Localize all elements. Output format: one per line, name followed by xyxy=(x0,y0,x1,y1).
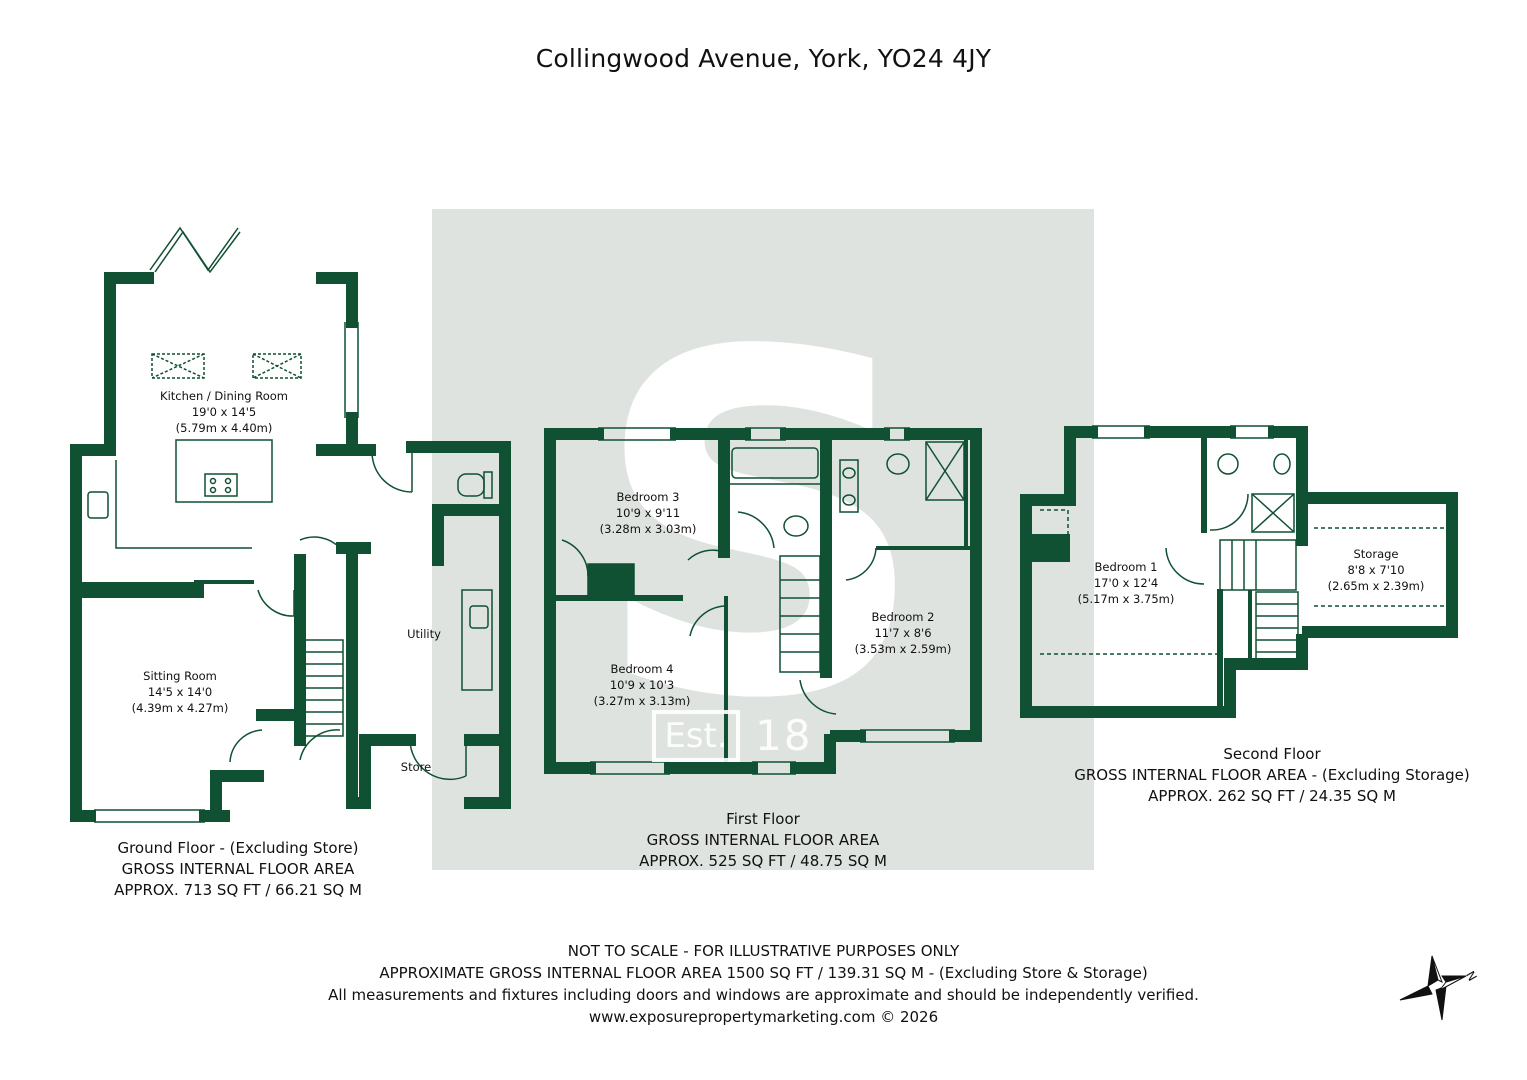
ground-floor-caption: Ground Floor - (Excluding Store)GROSS IN… xyxy=(114,839,362,899)
second-floor-details xyxy=(1040,425,1444,665)
room-label-utility: Utility xyxy=(407,627,441,641)
footer-line-2: APPROXIMATE GROSS INTERNAL FLOOR AREA 15… xyxy=(379,964,1148,982)
watermark-year: 18 xyxy=(755,711,813,760)
footer-line-3: All measurements and fixtures including … xyxy=(328,986,1199,1004)
first-floor-details xyxy=(561,427,965,775)
ground-floor-details xyxy=(87,226,493,823)
page-title: Collingwood Avenue, York, YO24 4JY xyxy=(535,44,992,73)
watermark-panel xyxy=(432,209,1094,870)
first-floor-walls xyxy=(544,428,982,774)
room-label-store: Store xyxy=(400,760,432,774)
compass-icon xyxy=(1399,955,1467,1021)
watermark-est-badge: Est. xyxy=(652,710,740,762)
footer-disclaimer: NOT TO SCALE - FOR ILLUSTRATIVE PURPOSES… xyxy=(0,940,1527,1028)
footer-line-1: NOT TO SCALE - FOR ILLUSTRATIVE PURPOSES… xyxy=(567,942,960,960)
ground-floor-walls xyxy=(70,272,511,822)
footer-website: www.exposurepropertymarketing.com © 2026 xyxy=(588,1008,939,1026)
watermark-letter: S xyxy=(591,254,930,801)
